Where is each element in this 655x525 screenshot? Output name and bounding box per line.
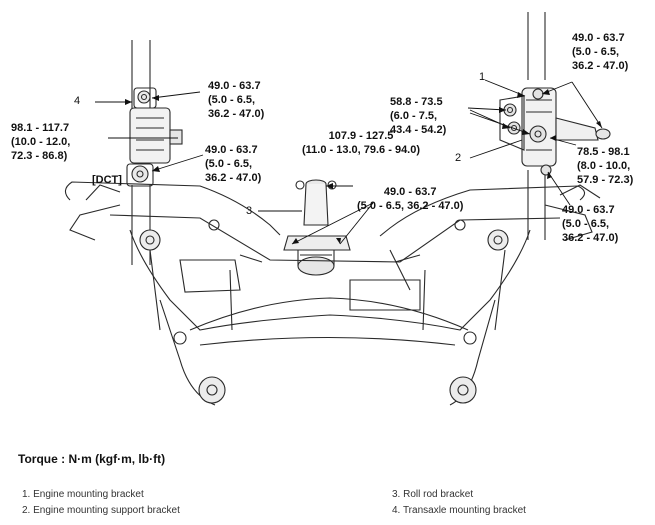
callout-2: 2 <box>455 152 462 164</box>
torque-bracket4-bottom: 49.0 - 63.7 (5.0 - 6.5, 36.2 - 47.0) <box>205 144 262 184</box>
torque-bracket4-top: 49.0 - 63.7 (5.0 - 6.5, 36.2 - 47.0) <box>208 80 265 120</box>
callout-1: 1 <box>479 71 486 83</box>
torque-unit-heading: Torque : N·m (kgf·m, lb·ft) <box>18 452 166 466</box>
callout-4: 4 <box>74 95 81 107</box>
torque-bracket4-side: 98.1 - 117.7 (10.0 - 12.0, 72.3 - 86.8) <box>11 122 71 162</box>
callout-3: 3 <box>246 205 253 217</box>
dct-label: [DCT] <box>92 174 122 186</box>
legend-item-4: 4. Transaxle mounting bracket <box>392 505 526 516</box>
legend-item-3: 3. Roll rod bracket <box>392 489 474 500</box>
torque-roll-rod-bottom: 49.0 - 63.7 (5.0 - 6.5, 36.2 - 47.0) <box>357 186 464 212</box>
torque-bracket1-top-right: 49.0 - 63.7 (5.0 - 6.5, 36.2 - 47.0) <box>572 32 629 72</box>
torque-bracket2-bottom-right: 49.0 - 63.7 (5.0 - 6.5, 36.2 - 47.0) <box>562 204 619 244</box>
legend-item-2: 2. Engine mounting support bracket <box>22 505 180 516</box>
subframe-diagram <box>64 12 611 406</box>
legend-item-1: 1. Engine mounting bracket <box>22 489 144 500</box>
torque-bracket1-right: 78.5 - 98.1 (8.0 - 10.0, 57.9 - 72.3) <box>577 146 634 186</box>
torque-bracket1-left: 58.8 - 73.5 (6.0 - 7.5, 43.4 - 54.2) <box>390 96 447 136</box>
torque-roll-rod-top: 107.9 - 127.5 (11.0 - 13.0, 79.6 - 94.0) <box>302 130 421 156</box>
